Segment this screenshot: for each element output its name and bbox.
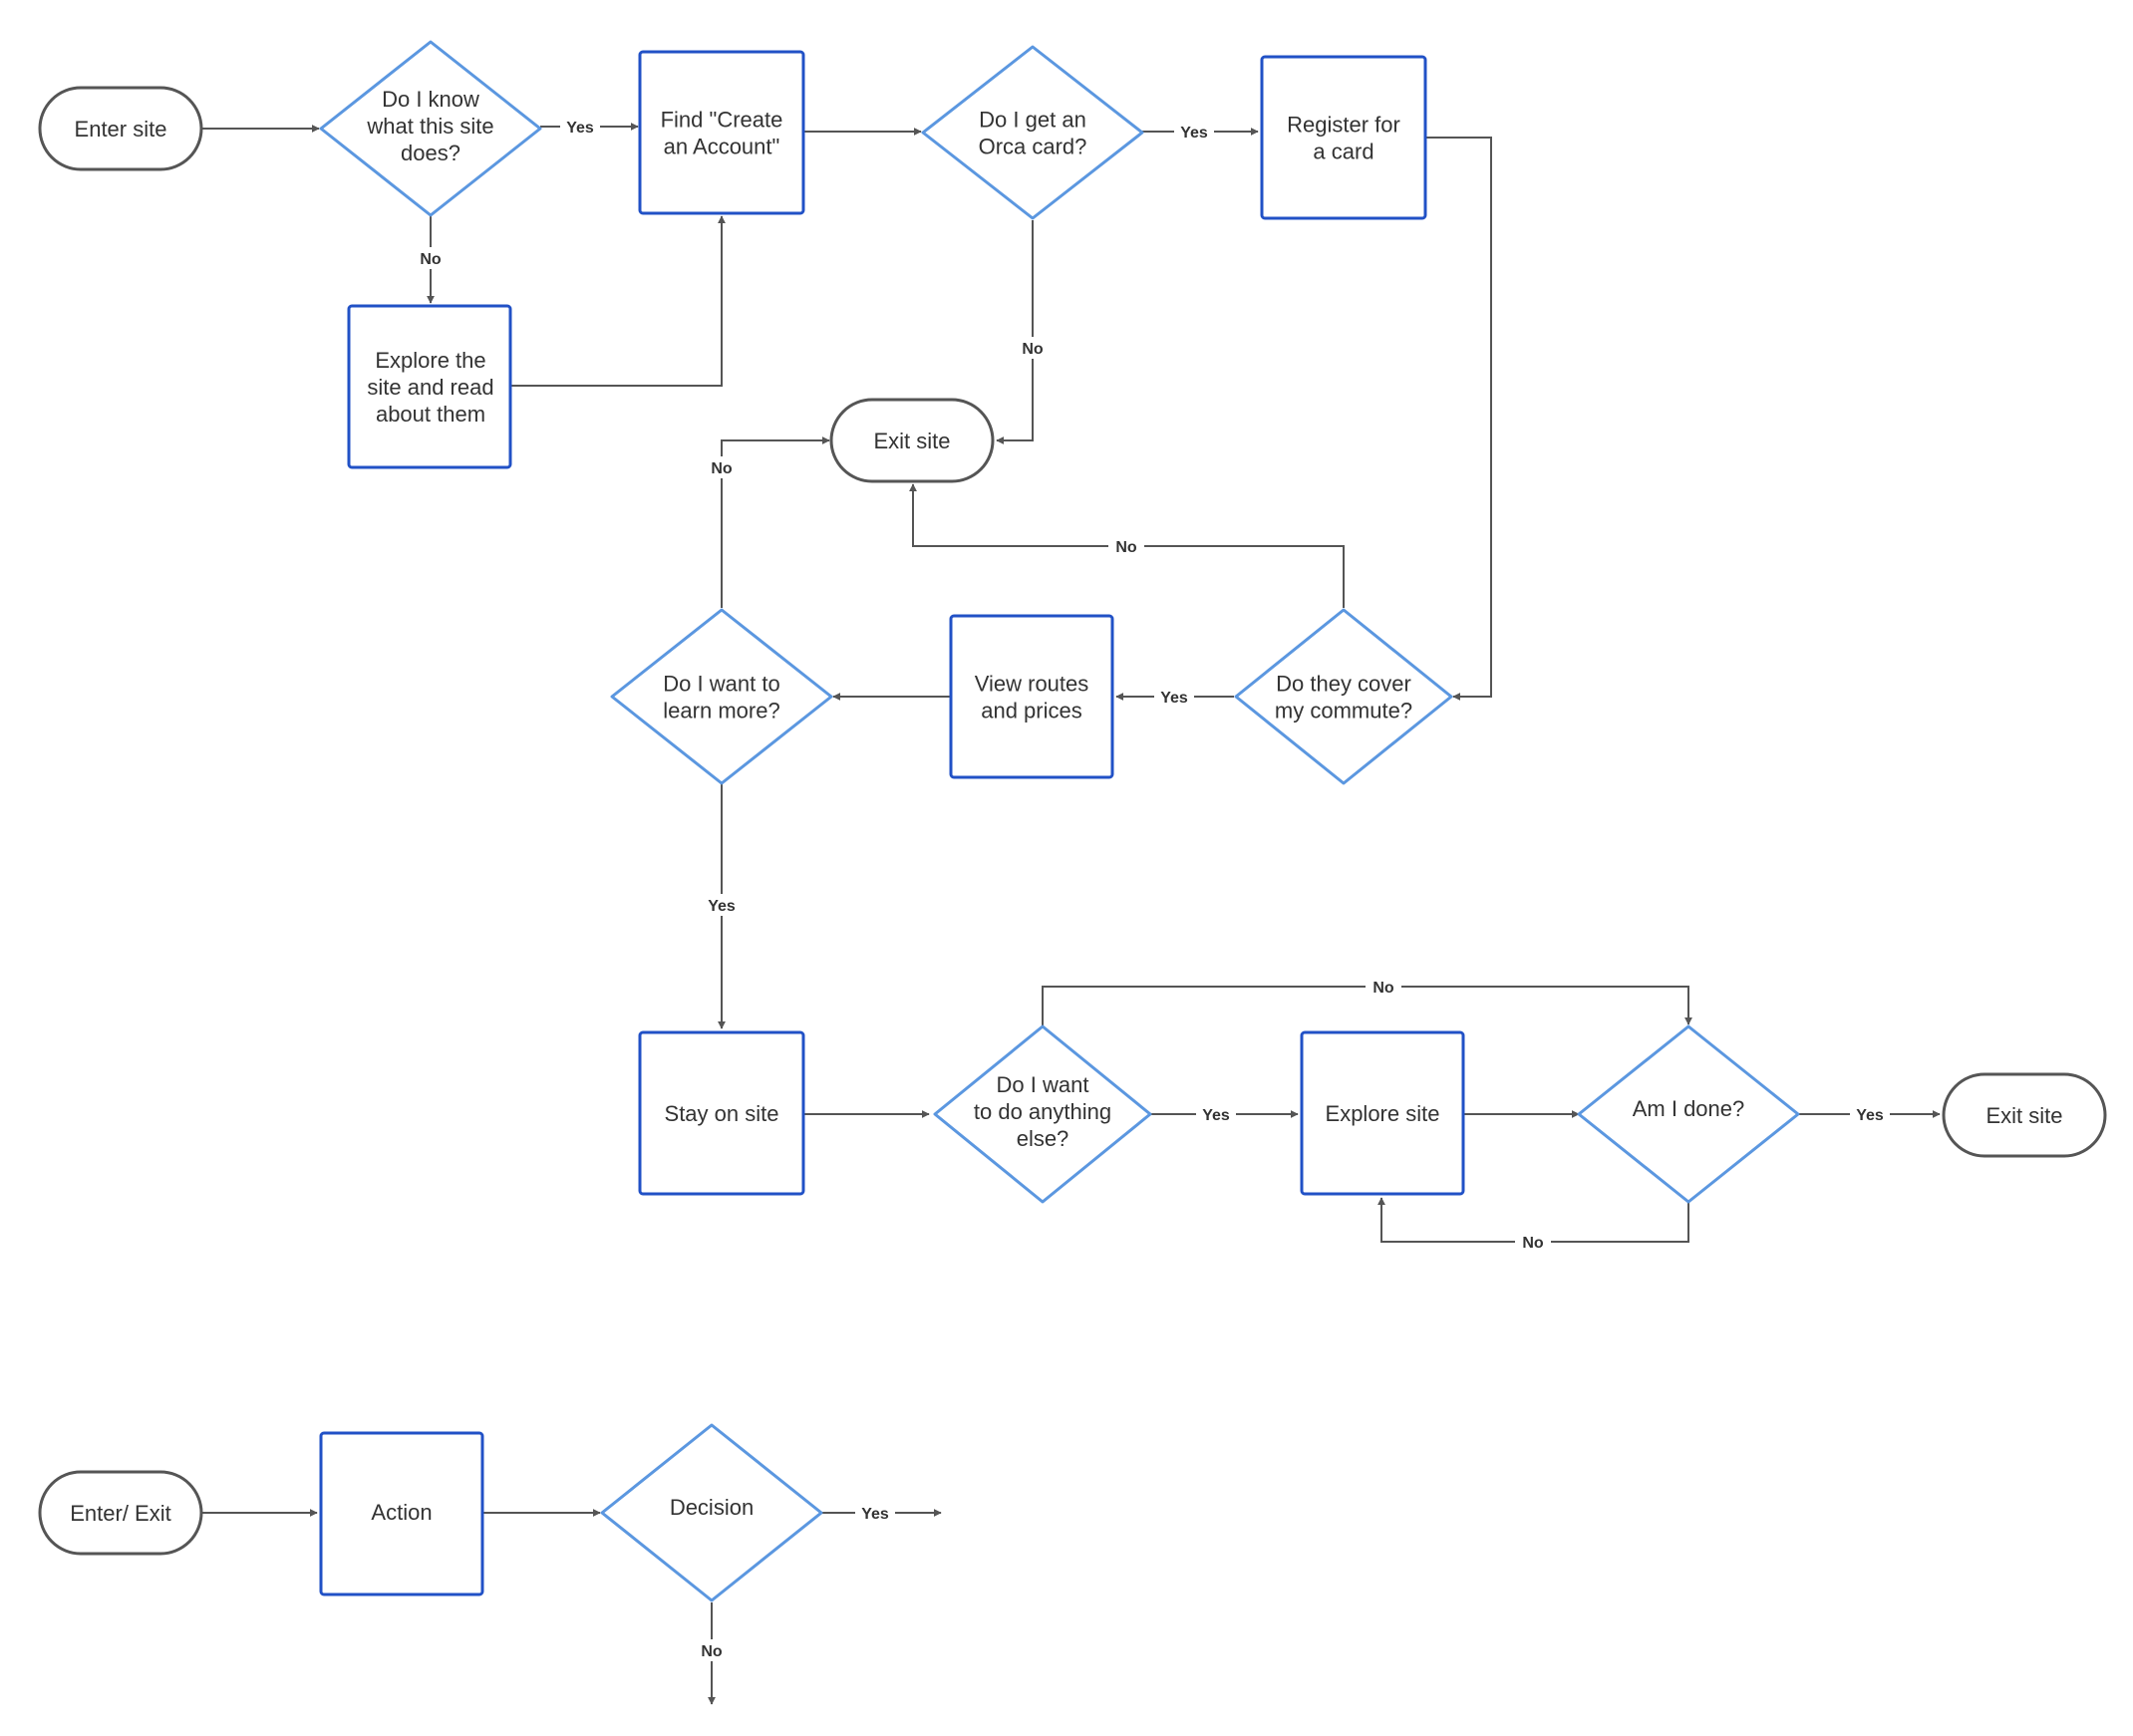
node-explore-site: Explore site xyxy=(1300,1030,1465,1196)
text-line: Exit site xyxy=(1985,1103,2062,1128)
edge-label-commute-yes: Yes xyxy=(1160,690,1188,707)
legend-terminal-text: Enter/ Exit xyxy=(70,1501,170,1526)
text-line: and prices xyxy=(981,699,1082,723)
text-line: my commute? xyxy=(1275,699,1412,723)
edge-label-else-yes: Yes xyxy=(1202,1107,1230,1124)
node-q-am-done-text: Am I done? xyxy=(1633,1096,1745,1121)
text-line: about them xyxy=(376,402,485,427)
legend-label-no: No xyxy=(701,1643,723,1660)
text-line: Action xyxy=(371,1500,432,1525)
text-line: Do I want to xyxy=(663,672,779,697)
text-line: to do anything xyxy=(974,1099,1111,1124)
edge-labels: Yes No Yes No No No Yes Yes No Yes Yes N… xyxy=(413,116,1890,1661)
text-line: an Account" xyxy=(664,135,780,159)
edge-label-know-yes: Yes xyxy=(566,120,594,137)
text-line: a card xyxy=(1313,140,1373,164)
text-line: what this site xyxy=(366,114,493,139)
node-explore-site-text: Explore site xyxy=(1326,1101,1440,1126)
legend-action-text: Action xyxy=(371,1500,432,1525)
text-line: Enter/ Exit xyxy=(70,1501,170,1526)
text-line: Orca card? xyxy=(979,135,1087,159)
legend-label-yes: Yes xyxy=(861,1506,889,1523)
node-stay-on-site-text: Stay on site xyxy=(665,1101,779,1126)
edge-label-orca-no: No xyxy=(1022,341,1044,358)
text-line: Am I done? xyxy=(1633,1096,1745,1121)
edge-orca-no xyxy=(996,220,1034,444)
legend-decision: Decision xyxy=(600,1423,823,1602)
node-exit-site-2: Exit site xyxy=(1942,1072,2107,1158)
edge-register-to-commute xyxy=(1425,137,1492,701)
edge-label-learn-no: No xyxy=(711,460,733,477)
legend-action: Action xyxy=(319,1431,484,1596)
text-line: Do I get an xyxy=(979,108,1086,133)
node-exit-site-1: Exit site xyxy=(829,398,995,483)
legend: Enter/ Exit Action Decision xyxy=(38,1423,823,1602)
text-line: Do I want xyxy=(997,1072,1089,1097)
node-enter-site-text: Enter site xyxy=(75,117,167,142)
text-line: Exit site xyxy=(873,429,950,453)
edge-label-learn-yes: Yes xyxy=(708,898,736,915)
node-exit-site-1-text: Exit site xyxy=(873,429,950,453)
edge-label-commute-no: No xyxy=(1115,539,1137,556)
node-stay-on-site: Stay on site xyxy=(638,1030,805,1196)
text-line: Stay on site xyxy=(665,1101,779,1126)
text-line: Explore site xyxy=(1326,1101,1440,1126)
node-enter-site: Enter site xyxy=(38,86,203,171)
text-line: Do I know xyxy=(382,87,479,112)
edge-explore-to-account xyxy=(510,215,726,387)
text-line: site and read xyxy=(367,375,493,400)
text-line: Do they cover xyxy=(1276,672,1411,697)
text-line: Enter site xyxy=(75,117,167,142)
edge-label-else-no: No xyxy=(1372,980,1394,997)
node-exit-site-2-text: Exit site xyxy=(1985,1103,2062,1128)
legend-terminal: Enter/ Exit xyxy=(38,1470,203,1556)
edge-label-know-no: No xyxy=(420,251,442,268)
edge-label-orca-yes: Yes xyxy=(1180,125,1208,142)
text-line: learn more? xyxy=(663,699,779,723)
text-line: does? xyxy=(401,141,460,165)
legend-decision-text: Decision xyxy=(670,1495,754,1520)
text-line: Decision xyxy=(670,1495,754,1520)
text-line: Register for xyxy=(1287,113,1400,138)
text-line: View routes xyxy=(975,672,1089,697)
edge-learn-no xyxy=(721,436,830,608)
text-line: else? xyxy=(1017,1126,1069,1151)
node-q-am-done: Am I done? xyxy=(1577,1024,1800,1204)
text-line: Explore the xyxy=(375,348,485,373)
edge-label-done-yes: Yes xyxy=(1856,1107,1884,1124)
nodes: Enter site Exit site Exit site Find "Cre… xyxy=(38,40,2107,1204)
text-line: Find "Create xyxy=(661,108,783,133)
edge-label-done-no: No xyxy=(1522,1235,1544,1252)
